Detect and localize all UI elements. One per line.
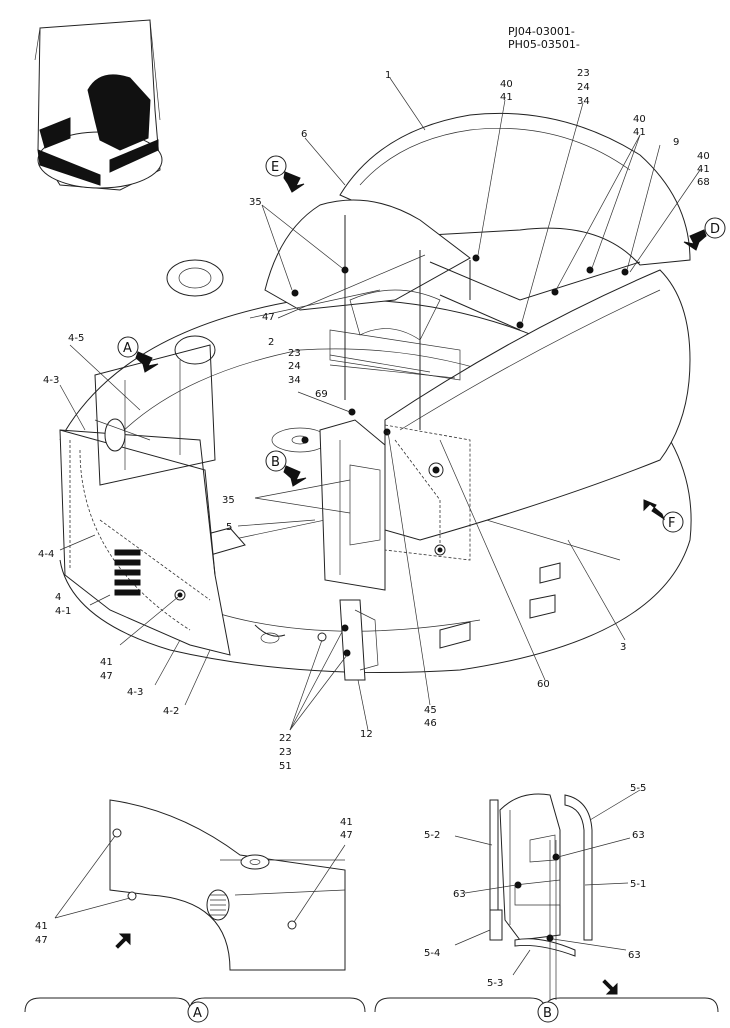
callout-12: 12 <box>360 729 373 740</box>
callout-2: 2 <box>268 337 274 348</box>
callout-9: 9 <box>673 137 679 148</box>
view-arrow-a <box>117 336 159 373</box>
detail-b-callout-5-5: 5-5 <box>630 783 646 794</box>
callout-4-3-b: 4-3 <box>127 687 143 698</box>
detail-b-callout-5-3: 5-3 <box>487 978 503 989</box>
view-label-a: A <box>123 341 132 356</box>
callout-1: 1 <box>385 70 391 81</box>
callout-23-a: 23 <box>577 68 590 79</box>
callout-40-c: 40 <box>697 151 710 162</box>
callout-24-a: 24 <box>577 82 590 93</box>
callout-60: 60 <box>537 679 550 690</box>
callout-41-b: 41 <box>633 127 646 138</box>
view-label-f: F <box>668 516 675 531</box>
callout-4: 4 <box>55 592 61 603</box>
callout-35-b: 35 <box>222 495 235 506</box>
view-label-e: E <box>271 160 279 175</box>
callout-51: 51 <box>279 761 292 772</box>
callout-34-b: 34 <box>288 375 301 386</box>
callout-4-2: 4-2 <box>163 706 179 717</box>
callout-69: 69 <box>315 389 328 400</box>
callout-68: 68 <box>697 177 710 188</box>
view-arrow-f <box>643 499 684 533</box>
callout-4-3-a: 4-3 <box>43 375 59 386</box>
callout-4-5: 4-5 <box>68 333 84 344</box>
serial-number-1: PJ04-03001- <box>508 25 575 38</box>
serial-number-2: PH05-03501- <box>508 38 580 51</box>
view-label-b: B <box>271 455 280 470</box>
callout-41-a: 41 <box>500 92 513 103</box>
callout-41-c: 41 <box>697 164 710 175</box>
callout-22: 22 <box>279 733 292 744</box>
callout-47-a: 47 <box>262 312 275 323</box>
view-label-d: D <box>710 222 720 237</box>
counterweight-vents <box>114 549 141 596</box>
callout-47-b: 47 <box>100 671 113 682</box>
view-arrow-d <box>683 217 726 251</box>
detail-a-callout-47-left: 47 <box>35 935 48 946</box>
detail-a-callout-41-right: 41 <box>340 817 353 828</box>
thumbnail-machine-overview <box>34 19 163 191</box>
callout-46: 46 <box>424 718 437 729</box>
detail-b-callout-5-4: 5-4 <box>424 948 440 959</box>
detail-view-a: 41 47 41 47 A <box>24 799 366 1023</box>
callout-34-a: 34 <box>577 96 590 107</box>
detail-b-callout-5-2: 5-2 <box>424 830 440 841</box>
callout-4-4: 4-4 <box>38 549 54 560</box>
callout-35-a: 35 <box>249 197 262 208</box>
detail-b-callout-5-1: 5-1 <box>630 879 646 890</box>
callout-24-b: 24 <box>288 361 301 372</box>
detail-b-callout-63-a: 63 <box>632 830 645 841</box>
detail-b-label: B <box>543 1006 552 1021</box>
callout-45: 45 <box>424 705 437 716</box>
callout-23-b: 23 <box>288 348 301 359</box>
view-arrow-b <box>265 450 307 487</box>
callout-23-c: 23 <box>279 747 292 758</box>
detail-a-label: A <box>193 1006 202 1021</box>
callout-41-d: 41 <box>100 657 113 668</box>
view-arrow-e <box>265 155 305 193</box>
callout-6: 6 <box>301 129 307 140</box>
part-callouts-main: 1 40 41 23 24 34 40 41 9 40 41 68 6 35 4… <box>38 68 710 772</box>
detail-b-callout-63-c: 63 <box>628 950 641 961</box>
detail-a-callout-47-right: 47 <box>340 830 353 841</box>
callout-3: 3 <box>620 642 626 653</box>
callout-5: 5 <box>226 522 232 533</box>
detail-a-callout-41-left: 41 <box>35 921 48 932</box>
detail-b-callout-63-b: 63 <box>453 889 466 900</box>
callout-40-b: 40 <box>633 114 646 125</box>
main-assembly-drawing <box>59 77 726 731</box>
detail-view-b: 5-5 5-2 63 5-1 63 5-4 63 5-3 B <box>374 783 719 1023</box>
callout-4-1: 4-1 <box>55 606 71 617</box>
callout-40-a: 40 <box>500 79 513 90</box>
